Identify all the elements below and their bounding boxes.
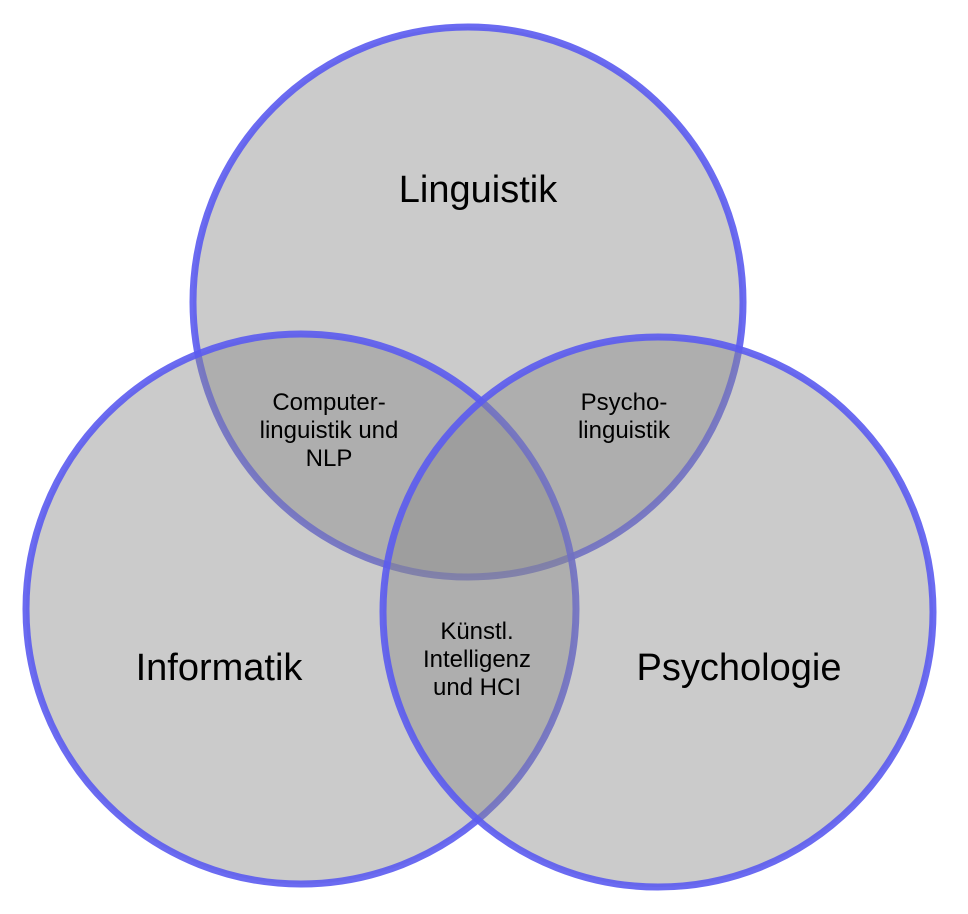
circle-informatik (22, 330, 580, 888)
label-line: NLP (306, 445, 353, 472)
circle-linguistik (189, 23, 747, 581)
label-psychologie: Psychologie (637, 647, 842, 689)
label-line: Intelligenz (423, 646, 531, 673)
label-line: linguistik und (260, 417, 399, 444)
label-linguistik: Linguistik (399, 169, 558, 211)
label-line: und HCI (433, 674, 521, 701)
label-informatik: Informatik (136, 647, 304, 689)
label-psycholinguistik: Psycho- linguistik (578, 389, 671, 444)
label-line: Computer- (272, 389, 385, 416)
label-computerlinguistik-nlp: Computer- linguistik und NLP (260, 389, 399, 472)
label-line: linguistik (578, 417, 671, 444)
circle-psychologie (379, 333, 937, 891)
label-kuenstl-intelligenz-hci: Künstl. Intelligenz und HCI (423, 618, 531, 701)
label-line: Psycho- (581, 389, 668, 416)
label-line: Künstl. (440, 618, 513, 645)
